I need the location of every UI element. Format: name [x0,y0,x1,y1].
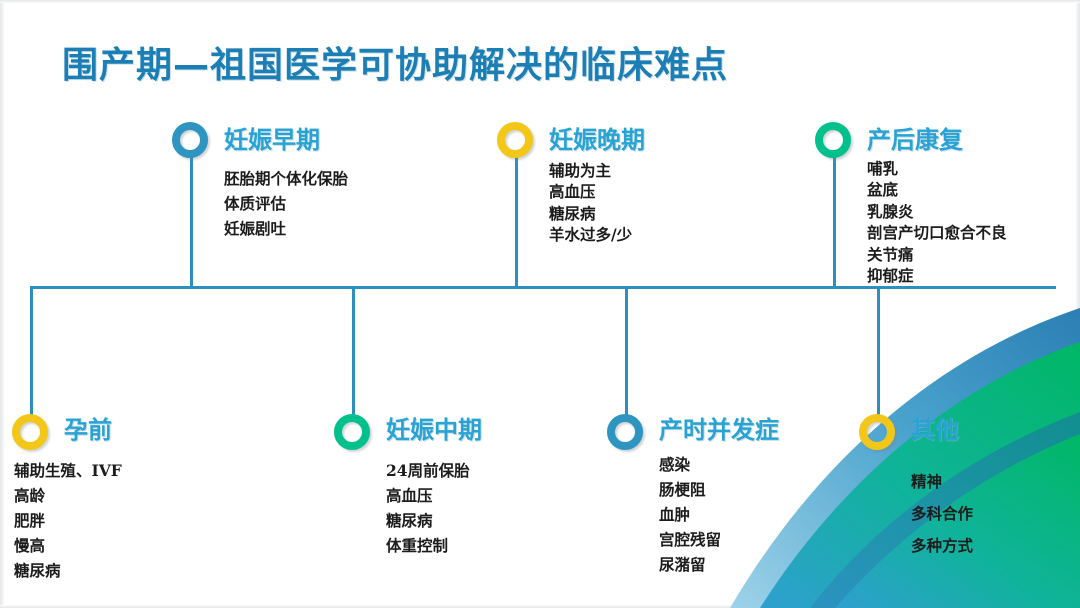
node-pre-pregnancy[interactable]: 孕前 [64,418,112,442]
stem-postpartum-rehab [833,152,836,288]
node-items-postpartum-rehab: 哺乳 盆底 乳腺炎 剖宫产切口愈合不良 关节痛 抑郁症 [867,158,1007,286]
node-items-pregnancy-early: 胚胎期个体化保胎 体质评估 妊娠剧吐 [224,166,348,241]
list-item: 羊水过多/少 [549,225,633,245]
list-item: 糖尿病 [386,511,433,531]
list-item: 剖宫产切口愈合不良 [867,223,1007,243]
list-item: 辅助为主 [549,161,612,180]
list-item: 宫腔残留 [659,530,722,550]
list-item: 糖尿病 [14,561,61,581]
node-postpartum-rehab[interactable]: 产后康复 哺乳 盆底 乳腺炎 剖宫产切口愈合不良 关节痛 抑郁症 [867,128,1007,286]
marker-ring-intrapartum-complications [607,414,643,450]
node-title-pregnancy-mid: 妊娠中期 [386,416,482,444]
list-item: 高血压 [549,182,596,202]
node-title-postpartum-rehab: 产后康复 [867,126,963,154]
node-title-pregnancy-early: 妊娠早期 [224,126,320,154]
marker-ring-postpartum-rehab [815,122,851,158]
list-item: 肥胖 [14,511,46,531]
list-item: 体重控制 [386,536,449,556]
list-item: 24周前保胎 [386,461,470,480]
list-item: 抑郁症 [867,265,914,285]
stem-other [877,286,880,418]
list-item: 辅助生殖、IVF [14,461,122,480]
slide-edge-top [0,0,1080,3]
node-title-pregnancy-late: 妊娠晚期 [549,126,645,154]
list-item: 关节痛 [867,244,914,264]
node-title-pre-pregnancy: 孕前 [64,416,112,444]
list-item: 糖尿病 [549,203,596,223]
stem-pregnancy-late [515,152,518,288]
node-items-other: 精神 多科合作 多种方式 [911,466,973,561]
node-intrapartum-complications[interactable]: 产时并发症 感染 肠梗阻 血肿 宫腔残留 尿潴留 [659,418,779,578]
node-other[interactable]: 其他 精神 多科合作 多种方式 [911,418,973,561]
slide-edge-bottom [0,605,1080,608]
stem-intrapartum [625,286,628,418]
node-pregnancy-mid[interactable]: 妊娠中期 24周前保胎 高血压 糖尿病 体重控制 [386,418,482,558]
marker-ring-pregnancy-late [497,122,533,158]
slide-edge-left [0,0,4,608]
page-title: 围产期—祖国医学可协助解决的临床难点 [62,45,729,86]
node-title-other: 其他 [911,416,959,444]
node-items-pregnancy-late: 辅助为主 高血压 糖尿病 羊水过多/少 [549,160,645,246]
stem-pre-pregnancy [30,286,33,418]
list-item: 高血压 [386,486,433,506]
list-item: 体质评估 [224,194,287,214]
node-pregnancy-early[interactable]: 妊娠早期 胚胎期个体化保胎 体质评估 妊娠剧吐 [224,128,348,241]
marker-ring-other [859,414,895,450]
list-item: 感染 [659,455,691,474]
marker-ring-pregnancy-mid [334,414,370,450]
node-items-pre-pregnancy: 辅助生殖、IVF 高龄 肥胖 慢高 糖尿病 [14,458,122,584]
node-pregnancy-late[interactable]: 妊娠晚期 辅助为主 高血压 糖尿病 羊水过多/少 [549,128,645,246]
list-item: 乳腺炎 [867,201,914,221]
list-item: 哺乳 [867,159,899,178]
stem-pregnancy-mid [352,286,355,418]
node-items-intrapartum-complications: 感染 肠梗阻 血肿 宫腔残留 尿潴留 [659,452,779,578]
slide-edge-right [1076,0,1080,608]
list-item: 胚胎期个体化保胎 [224,169,349,188]
list-item: 高龄 [14,486,46,506]
marker-ring-pre-pregnancy [12,414,48,450]
node-items-pregnancy-mid: 24周前保胎 高血压 糖尿病 体重控制 [386,458,482,558]
list-item: 妊娠剧吐 [224,219,287,239]
timeline-axis [30,286,1056,289]
list-item: 尿潴留 [659,555,706,575]
list-item: 慢高 [14,536,46,556]
list-item: 精神 [911,472,943,491]
list-item: 肠梗阻 [659,480,706,500]
list-item: 多种方式 [911,535,974,555]
list-item: 多科合作 [911,503,974,523]
list-item: 血肿 [659,505,691,525]
node-title-intrapartum-complications: 产时并发症 [659,416,779,444]
marker-ring-pregnancy-early [172,122,208,158]
list-item: 盆底 [867,180,899,200]
stem-pregnancy-early [190,152,193,288]
